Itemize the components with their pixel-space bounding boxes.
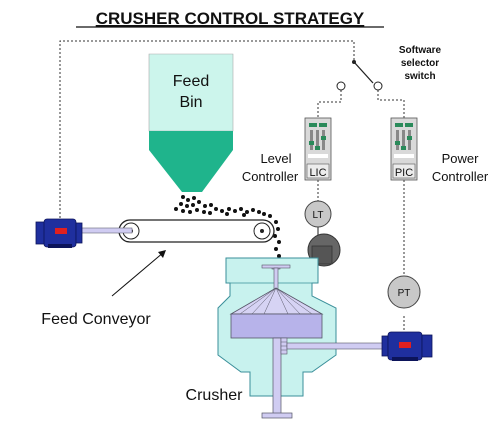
- power-controller-label-line1: Power: [442, 151, 480, 166]
- feed-bin: [148, 53, 234, 192]
- ore-particles: [174, 195, 281, 258]
- feed-bin-label-line2: Bin: [179, 94, 202, 111]
- conveyor-arrowhead: [158, 250, 166, 258]
- signal-lines: [59, 40, 405, 330]
- motor-icon[interactable]: [35, 218, 83, 248]
- diagram-title: CRUSHER CONTROL STRATEGY: [96, 9, 365, 28]
- software-label-line1: Software: [399, 45, 442, 56]
- switch-icon[interactable]: [336, 60, 383, 91]
- lt-label: LT: [313, 210, 324, 221]
- crusher: [217, 257, 386, 419]
- level-controller-label-line2: Controller: [242, 169, 299, 184]
- lic-label: LIC: [309, 167, 326, 179]
- pic-label: PIC: [395, 167, 413, 179]
- controller-icon[interactable]: [304, 117, 332, 181]
- pt-label: PT: [398, 288, 411, 299]
- motor-icon[interactable]: [381, 331, 433, 361]
- software-label-line2: selector: [401, 58, 439, 69]
- feed-bin-label-line1: Feed: [173, 73, 209, 90]
- level-controller-label-line1: Level: [260, 151, 291, 166]
- crusher-label: Crusher: [186, 387, 244, 404]
- signal-line-top: [59, 40, 355, 222]
- feed-conveyor-label: Feed Conveyor: [41, 311, 151, 328]
- signal-line-switch-lic: [317, 90, 342, 118]
- software-label-line3: switch: [404, 71, 435, 82]
- left-motor-shaft: [77, 227, 133, 234]
- feed-conveyor: [118, 219, 275, 243]
- pressure-transmitter[interactable]: [387, 275, 421, 309]
- conveyor-arrow-line: [111, 251, 165, 297]
- controller-icon[interactable]: [390, 117, 418, 181]
- power-controller-label-line2: Controller: [432, 169, 489, 184]
- signal-line-switch-pic: [377, 90, 405, 118]
